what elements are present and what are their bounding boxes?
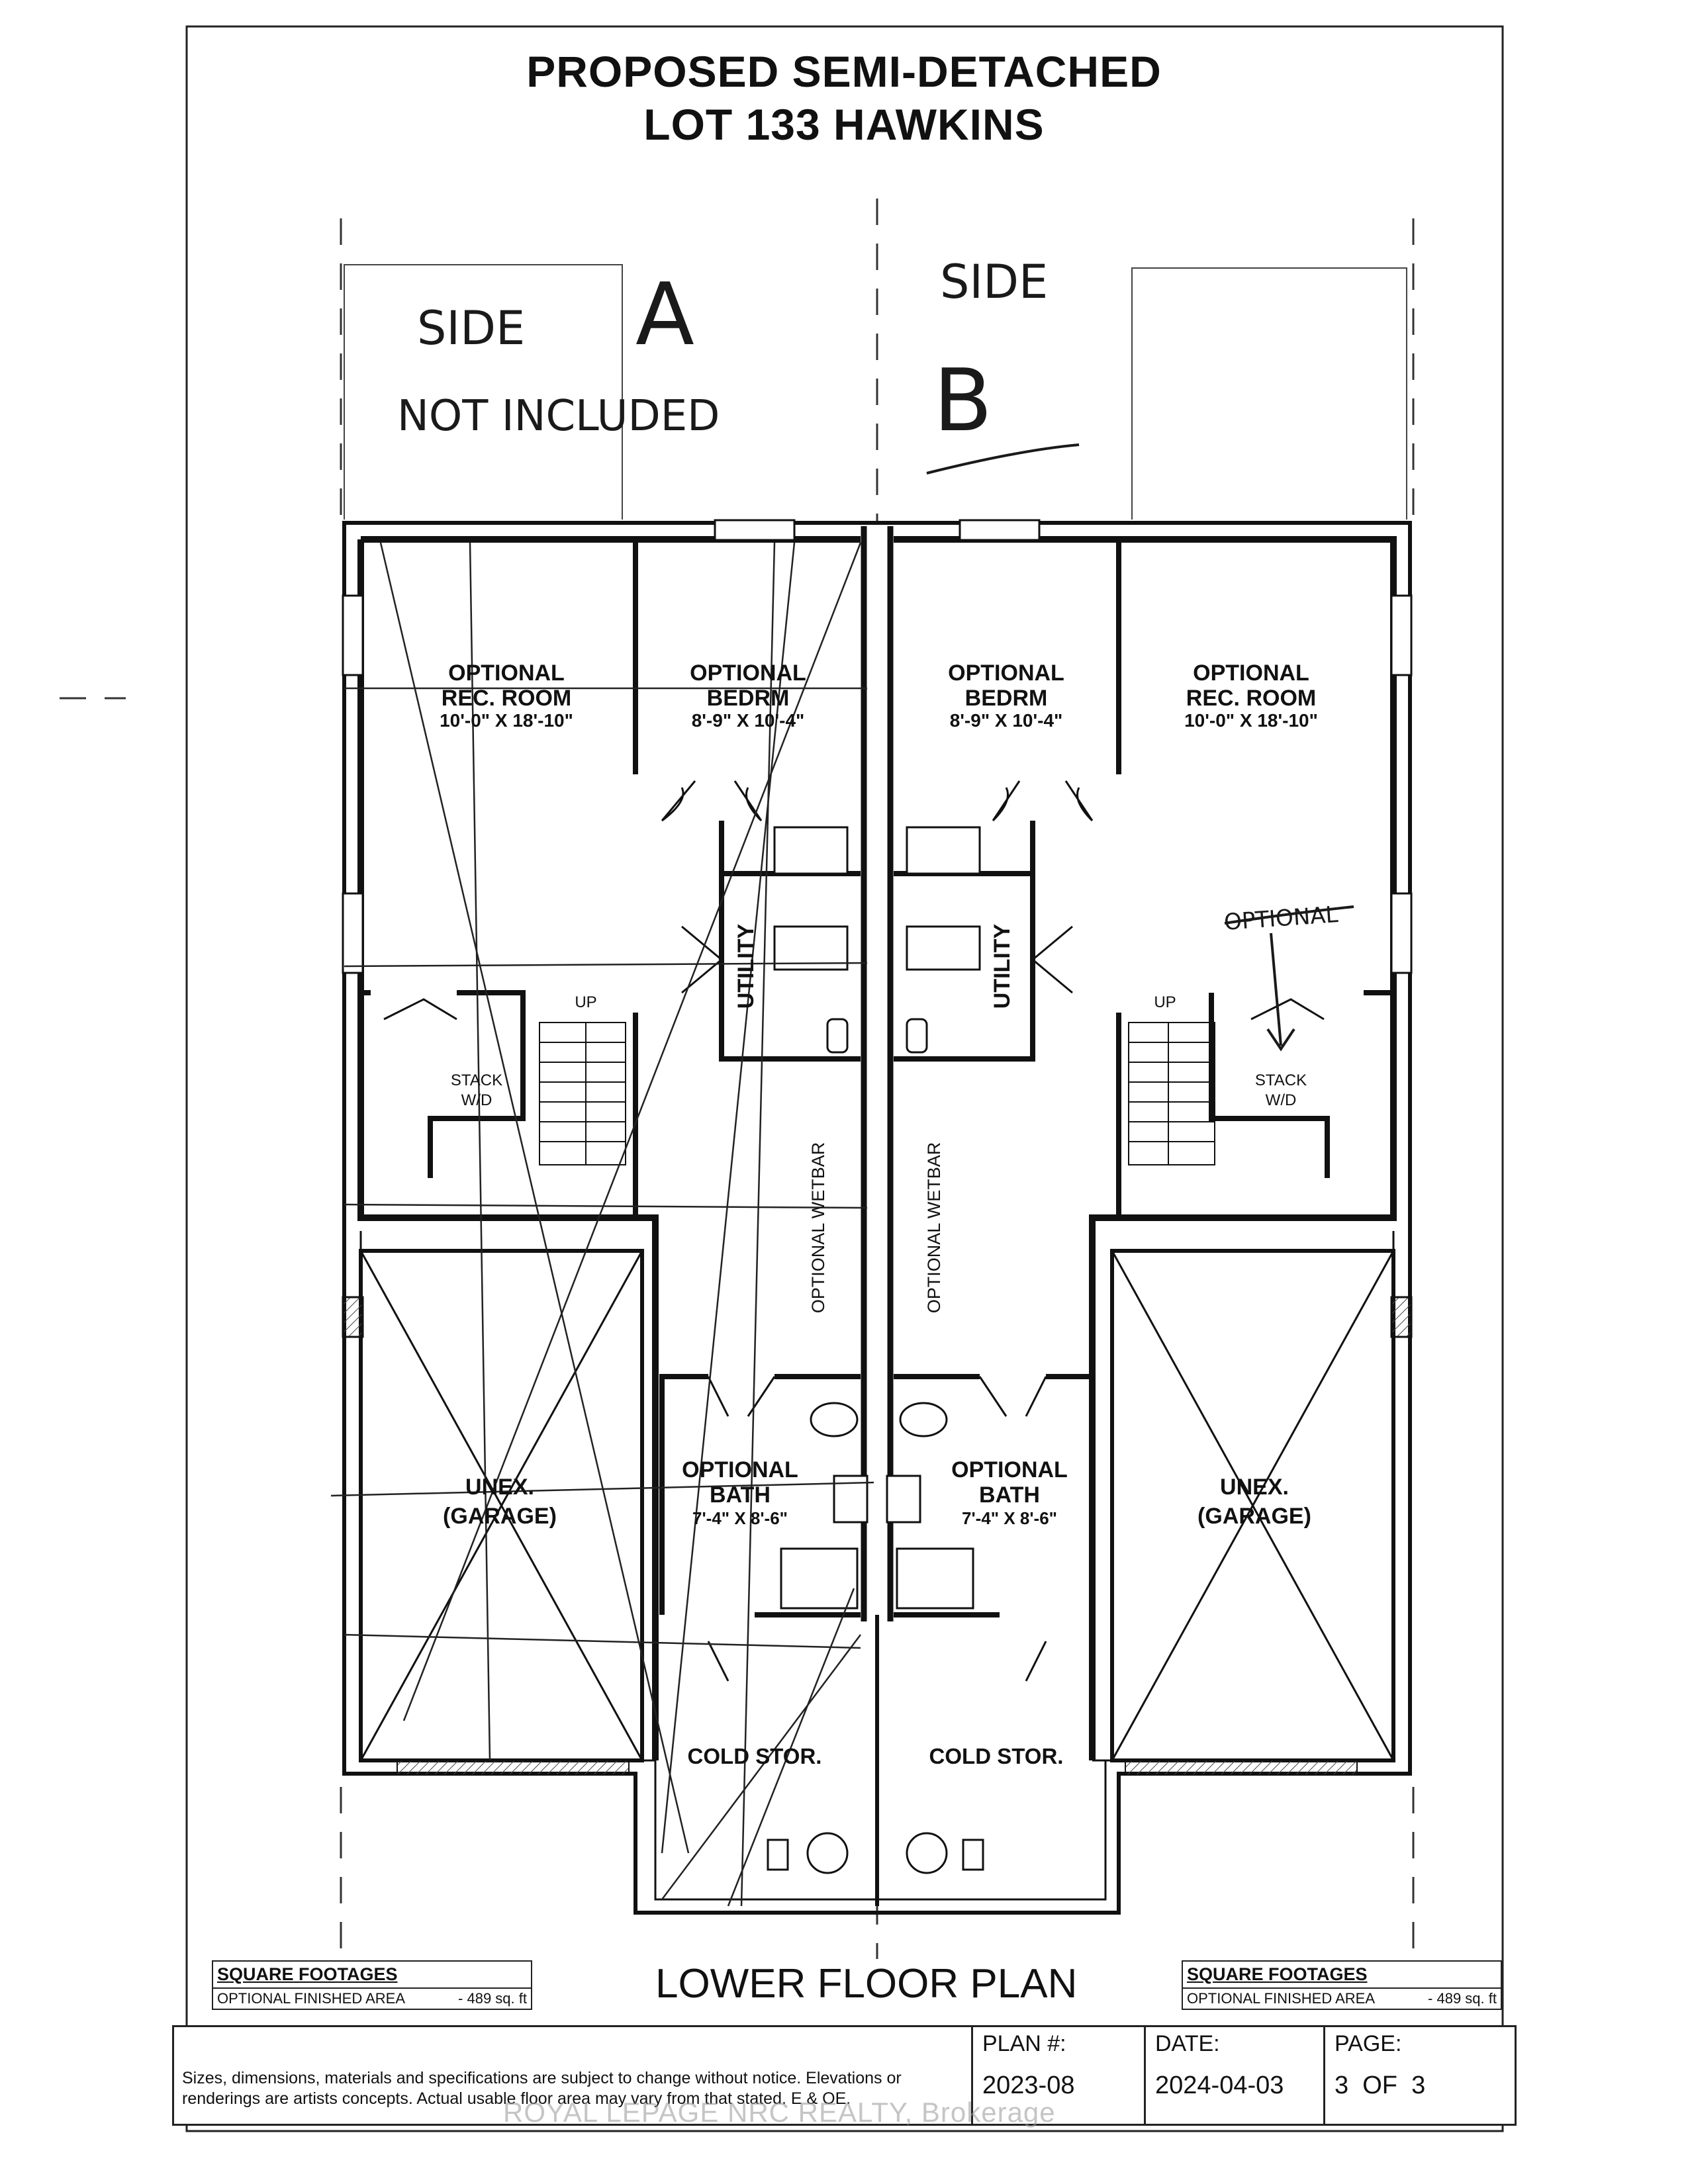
garage-right: [1110, 1249, 1395, 1776]
fixtures: [767, 826, 984, 1874]
right-bed-size: 8'-9" X 10'-4": [950, 710, 1063, 731]
footage-label: OPTIONAL FINISHED AREA: [217, 1990, 406, 2007]
left-up-label: UP: [575, 993, 596, 1011]
right-wetbar: OPTIONAL WETBAR: [924, 1142, 944, 1314]
left-utility: UTILITY: [733, 923, 759, 1009]
sheet-border: [185, 25, 1504, 2132]
right-stack-line1: STACK: [1255, 1071, 1307, 1089]
drawing-title-line2: LOT 133 HAWKINS: [643, 100, 1045, 149]
date-value: 2024-04-03: [1155, 2071, 1284, 2099]
hand-letter-b: B: [933, 350, 992, 451]
hand-not-included: NOT INCLUDED: [397, 392, 720, 441]
right-bath-line1: OPTIONAL: [951, 1457, 1068, 1482]
stairs: [539, 1022, 1215, 1165]
square-footage-left: SQUARE FOOTAGES OPTIONAL FINISHED AREA -…: [212, 1960, 532, 2010]
left-rec-line2: REC. ROOM: [442, 686, 571, 711]
left-bath-line2: BATH: [710, 1482, 771, 1508]
right-cold-storage: COLD STOR.: [929, 1744, 1064, 1768]
page-label: PAGE:: [1335, 2031, 1402, 2056]
right-bed-line1: OPTIONAL: [948, 660, 1064, 686]
door-swings: [383, 780, 1325, 1682]
garage-left: [359, 1249, 644, 1776]
left-bath-line1: OPTIONAL: [682, 1457, 798, 1482]
plan-label: PLAN #:: [982, 2031, 1066, 2056]
footage-row: OPTIONAL FINISHED AREA - 489 sq. ft: [1183, 1987, 1501, 2009]
floor-plan-caption: LOWER FLOOR PLAN: [655, 1961, 1078, 2007]
left-rec-size: 10'-0" X 18'-10": [440, 710, 573, 731]
left-garage-line2: (GARAGE): [443, 1504, 557, 1529]
plan-number-cell: PLAN #: 2023-08: [973, 2027, 1146, 2124]
footage-heading: SQUARE FOOTAGES: [217, 1964, 398, 1984]
disclaimer-note: Sizes, dimensions, materials and specifi…: [174, 2027, 973, 2124]
left-stack-line2: W/D: [461, 1091, 492, 1109]
right-bath-size: 7'-4" X 8'-6": [962, 1508, 1057, 1528]
right-up-label: UP: [1154, 993, 1176, 1011]
left-stack-line1: STACK: [451, 1071, 502, 1089]
right-stack-line2: W/D: [1266, 1091, 1297, 1109]
right-utility: UTILITY: [990, 923, 1015, 1009]
brokerage-watermark: ROYAL LEPAGE NRC REALTY, Brokerage: [503, 2097, 1056, 2128]
title-block: Sizes, dimensions, materials and specifi…: [172, 2025, 1517, 2126]
lot-setback-lines: [344, 264, 1407, 520]
page-value: 3 OF 3: [1335, 2071, 1426, 2099]
footage-label: OPTIONAL FINISHED AREA: [1187, 1990, 1376, 2007]
hand-marks: [926, 443, 1354, 1052]
windows: [342, 519, 1413, 1338]
footage-value: - 489 sq. ft: [458, 1990, 527, 2007]
hand-side-b: SIDE: [940, 255, 1048, 309]
right-bath-line2: BATH: [979, 1482, 1040, 1508]
left-wetbar: OPTIONAL WETBAR: [808, 1142, 828, 1314]
drawing-title-line1: PROPOSED SEMI-DETACHED: [526, 47, 1162, 96]
left-bed-line2: BEDRM: [707, 686, 790, 711]
date-cell: DATE: 2024-04-03: [1146, 2027, 1325, 2124]
left-bed-size: 8'-9" X 10'-4": [692, 710, 805, 731]
left-bath-size: 7'-4" X 8'-6": [692, 1508, 788, 1528]
hand-letter-a: A: [635, 264, 694, 365]
page-cell: PAGE: 3 OF 3: [1325, 2027, 1515, 2124]
footage-value: - 489 sq. ft: [1428, 1990, 1497, 2007]
left-bed-line1: OPTIONAL: [690, 660, 806, 686]
footage-row: OPTIONAL FINISHED AREA - 489 sq. ft: [213, 1987, 531, 2009]
footage-heading: SQUARE FOOTAGES: [1187, 1964, 1368, 1984]
right-rec-line1: OPTIONAL: [1193, 660, 1309, 686]
hand-optional: OPTIONAL: [1223, 901, 1339, 936]
date-label: DATE:: [1155, 2031, 1220, 2056]
right-bed-line2: BEDRM: [965, 686, 1048, 711]
right-garage-line1: UNEX.: [1220, 1475, 1289, 1500]
left-cold-storage: COLD STOR.: [688, 1744, 822, 1768]
party-wall: [861, 526, 894, 1906]
interior-walls: [361, 543, 1393, 1617]
right-garage-line2: (GARAGE): [1197, 1504, 1311, 1529]
square-footage-right: SQUARE FOOTAGES OPTIONAL FINISHED AREA -…: [1182, 1960, 1502, 2010]
hand-side-a: SIDE: [417, 301, 525, 355]
plan-value: 2023-08: [982, 2071, 1075, 2099]
left-garage-line1: UNEX.: [465, 1475, 534, 1500]
strike-lines: [330, 542, 874, 1907]
left-rec-line1: OPTIONAL: [448, 660, 565, 686]
right-rec-line2: REC. ROOM: [1186, 686, 1316, 711]
right-rec-size: 10'-0" X 18'-10": [1184, 710, 1318, 731]
